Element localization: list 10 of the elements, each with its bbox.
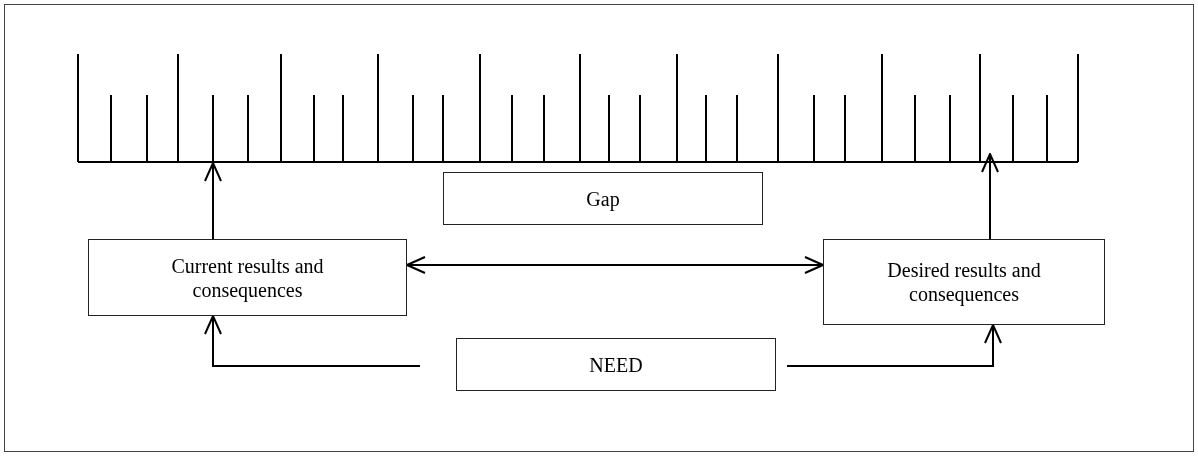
text-box: NEED: [456, 338, 776, 391]
arrow: [786, 324, 1002, 367]
arrow: [204, 315, 421, 367]
text-box: Desired results and consequences: [823, 239, 1105, 325]
arrow: [981, 153, 999, 240]
text-box: Current results and consequences: [88, 239, 407, 316]
arrow: [406, 256, 824, 274]
text-box: Gap: [443, 172, 763, 225]
ruler-drawing: [78, 54, 1078, 163]
arrow: [204, 162, 222, 240]
